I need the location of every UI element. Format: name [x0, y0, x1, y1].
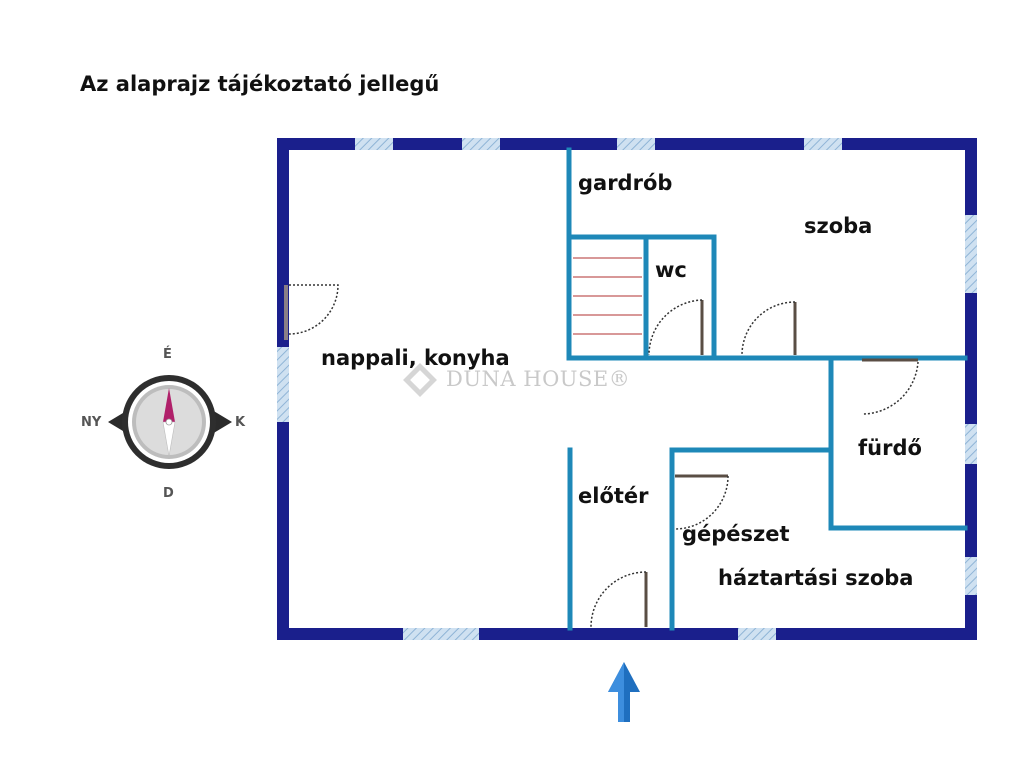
page-title: Az alaprajz tájékoztató jellegű [80, 72, 440, 96]
compass-south-label: D [163, 486, 174, 501]
door-west [284, 284, 339, 340]
door-gepeszet [674, 474, 729, 530]
entrance-arrow-icon [608, 662, 640, 722]
watermark-text: DUNA HOUSE® [446, 367, 631, 391]
inner-walls [566, 147, 968, 631]
room-label-haztartasi: háztartási szoba [718, 566, 914, 590]
room-label-gardrob: gardrób [578, 171, 673, 195]
room-label-eloter: előtér [578, 484, 649, 508]
room-label-szoba: szoba [804, 214, 873, 238]
compass-icon [108, 375, 232, 469]
door-entrance [590, 571, 648, 628]
windows [277, 138, 977, 640]
door-wc [648, 299, 704, 356]
watermark-logo-icon [403, 363, 437, 397]
door-szoba [741, 301, 797, 356]
room-label-furdo: fürdő [858, 436, 922, 460]
doors [284, 284, 919, 628]
room-label-gepeszet: gépészet [682, 522, 790, 546]
compass-east-label: K [235, 415, 246, 430]
room-label-nappali: nappali, konyha [321, 346, 510, 370]
compass-north-label: É [163, 347, 172, 362]
compass-west-label: NY [81, 415, 102, 430]
door-furdo [861, 358, 919, 415]
room-label-wc: wc [655, 258, 687, 282]
stairs [573, 257, 642, 335]
